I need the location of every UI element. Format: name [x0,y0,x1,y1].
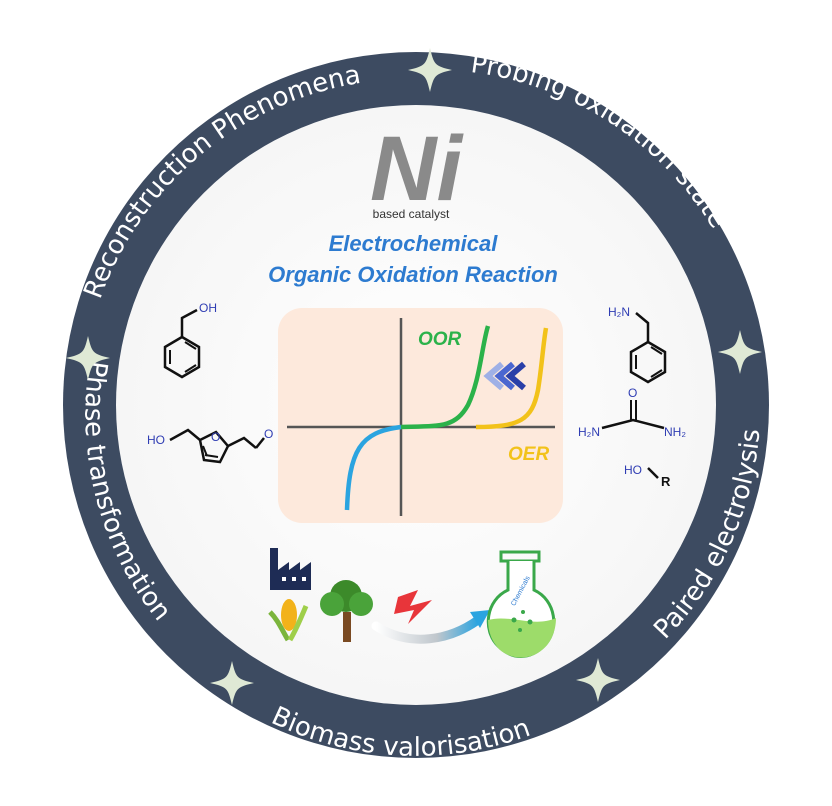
chemicals-flask-icon: Chemicals [486,550,556,658]
oer-curve [475,327,549,430]
alcohol-ho-label: HO [624,463,642,477]
polarization-plot: OOR OER [278,308,563,523]
ni-symbol: Ni [370,118,464,220]
tree-icon [320,580,373,642]
oer-label: OER [508,444,549,465]
urea-o-label: O [628,386,637,400]
factory-icon [270,548,311,590]
benzylamine-molecule: H₂N [608,305,667,384]
conversion-arrow-icon [371,610,490,644]
star-icon-bottom-right [576,658,620,702]
star-icon-bottom-left [210,661,254,705]
hmf-ho-label: HO [147,433,165,447]
star-icon-top [408,48,452,92]
oh-label: OH [199,301,217,315]
benzyl-alcohol-molecule: OH [163,301,217,379]
urea-nh2-label: NH₂ [664,425,686,439]
star-icon-right [718,330,762,374]
oor-label: OOR [418,329,462,350]
corn-icon [268,599,309,642]
star-icon-left [66,336,110,380]
cathodic-curve [344,424,402,511]
ni-subtitle: based catalyst [373,207,450,221]
shift-arrows-icon [483,361,526,391]
alcohol-r-label: R [661,474,671,489]
h2n-label: H₂N [608,305,630,319]
svg-text:O: O [211,430,220,444]
alcohol-molecule: HO R [624,463,671,489]
title-line-1: Electrochemical [329,231,499,256]
svg-text:O: O [264,427,273,441]
energy-bolt-icon [394,590,432,624]
hmf-molecule: HO O O [147,427,273,464]
urea-molecule: O H₂N NH₂ [578,386,686,439]
urea-h2n-label: H₂N [578,425,600,439]
title-line-2: Organic Oxidation Reaction [268,262,558,287]
oor-curve [400,325,491,430]
